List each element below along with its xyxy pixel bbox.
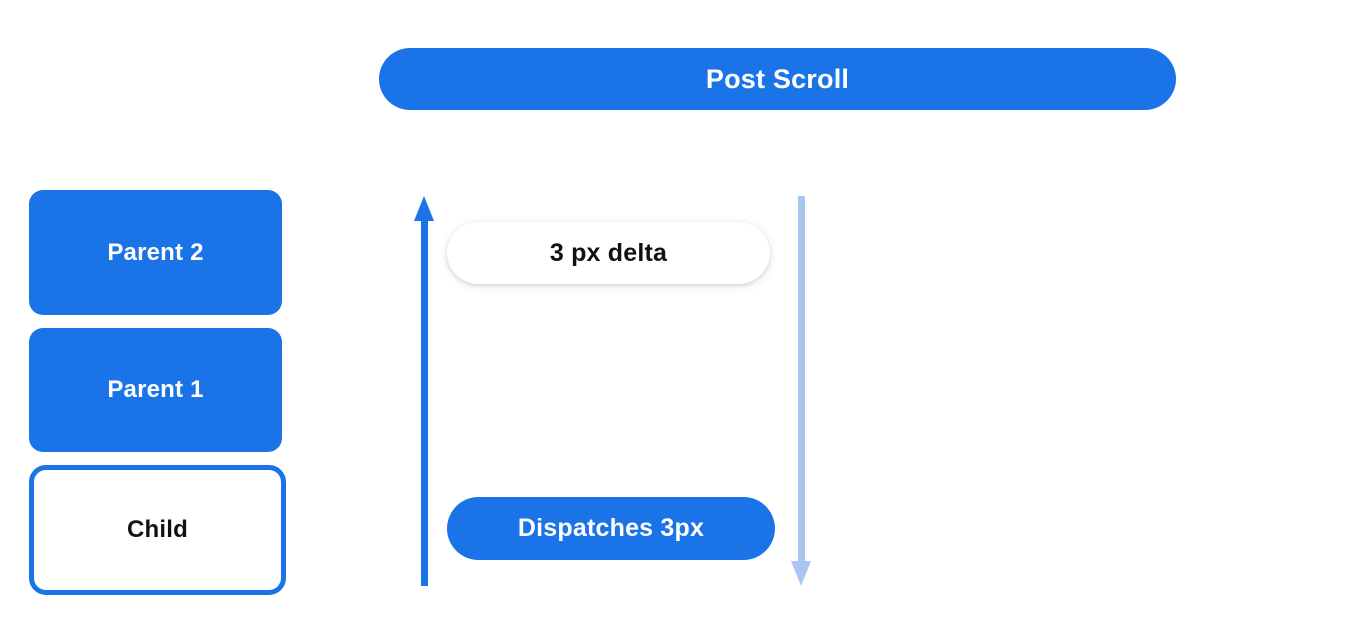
post-scroll-header: Post Scroll	[379, 48, 1176, 110]
dispatch-chip: Dispatches 3px	[447, 497, 775, 560]
scroll-up-arrow-head	[414, 196, 434, 221]
scroll-down-arrow-icon	[791, 196, 811, 586]
scroll-up-arrow-icon	[414, 196, 434, 586]
hierarchy-box-parent-1-label: Parent 1	[107, 376, 204, 403]
view-hierarchy-stack: Parent 2 Parent 1 Child	[29, 190, 286, 595]
delta-chip: 3 px delta	[447, 222, 770, 284]
hierarchy-box-child-label: Child	[127, 516, 188, 543]
dispatch-chip-label: Dispatches 3px	[517, 514, 705, 542]
delta-chip-label: 3 px delta	[549, 238, 668, 267]
scroll-down-arrow-shaft	[798, 196, 805, 564]
hierarchy-box-parent-2-label: Parent 2	[107, 238, 204, 266]
hierarchy-box-parent-2: Parent 2	[29, 190, 282, 315]
post-scroll-header-label: Post Scroll	[705, 63, 850, 94]
scroll-down-arrow-head	[791, 561, 811, 586]
hierarchy-box-child: Child	[29, 465, 286, 595]
hierarchy-box-parent-1: Parent 1	[29, 328, 282, 452]
scroll-up-arrow-shaft	[421, 218, 428, 586]
